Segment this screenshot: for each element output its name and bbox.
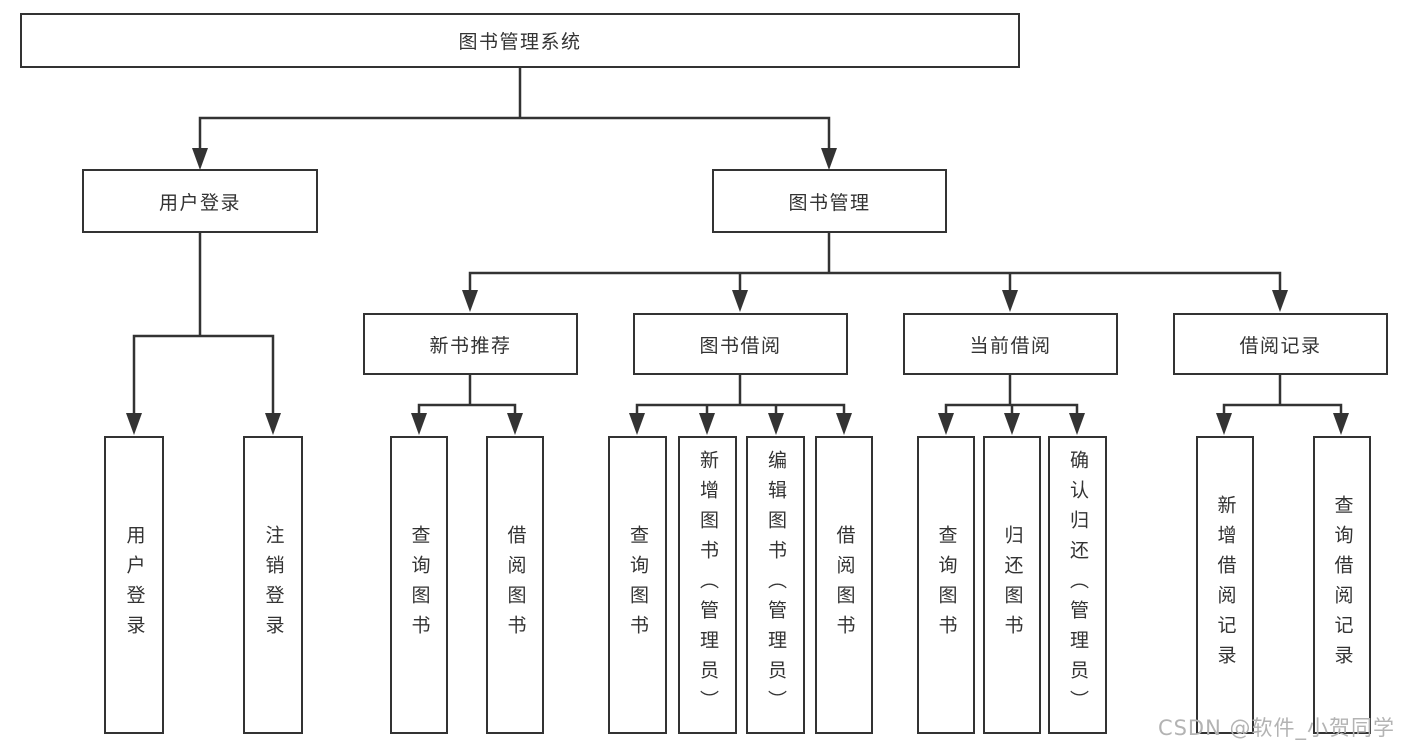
node-label: 查询图书 <box>408 525 431 645</box>
node-label: 归还图书 <box>1001 525 1024 645</box>
node-label: 编辑图书（管理员） <box>765 450 787 720</box>
node-label: 借阅图书 <box>504 525 527 645</box>
leaf-query-books-current: 查询图书 <box>917 436 975 734</box>
leaf-user-login: 用户登录 <box>104 436 164 734</box>
leaf-confirm-return-admin: 确认归还（管理员） <box>1048 436 1107 734</box>
node-book-management: 图书管理 <box>712 169 947 233</box>
node-current-borrowing: 当前借阅 <box>903 313 1118 375</box>
node-library-management-system: 图书管理系统 <box>20 13 1020 68</box>
node-book-borrowing: 图书借阅 <box>633 313 848 375</box>
node-label: 借阅记录 <box>1239 334 1322 357</box>
leaf-add-book-admin: 新增图书（管理员） <box>678 436 737 734</box>
node-new-book-recommendation: 新书推荐 <box>363 313 578 375</box>
leaf-query-borrow-record: 查询借阅记录 <box>1313 436 1371 734</box>
leaf-add-borrow-record: 新增借阅记录 <box>1196 436 1254 734</box>
leaf-borrow-books-recommend: 借阅图书 <box>486 436 544 734</box>
node-label: 查询图书 <box>627 525 649 645</box>
leaf-query-books-borrowing: 查询图书 <box>608 436 667 734</box>
node-label: 确认归还（管理员） <box>1067 450 1089 720</box>
leaf-return-books: 归还图书 <box>983 436 1041 734</box>
node-user-login: 用户登录 <box>82 169 318 233</box>
leaf-logout: 注销登录 <box>243 436 303 734</box>
node-label: 新书推荐 <box>429 334 512 357</box>
node-label: 注销登录 <box>262 525 285 645</box>
node-label: 当前借阅 <box>969 334 1052 357</box>
leaf-query-books-recommend: 查询图书 <box>390 436 448 734</box>
node-label: 图书管理系统 <box>458 31 582 53</box>
node-label: 图书管理 <box>788 191 871 214</box>
node-label: 新增借阅记录 <box>1214 495 1237 675</box>
node-label: 用户登录 <box>158 191 241 214</box>
node-label: 新增图书（管理员） <box>697 450 719 720</box>
node-borrowing-records: 借阅记录 <box>1173 313 1388 375</box>
node-label: 借阅图书 <box>833 525 856 645</box>
csdn-watermark: CSDN @软件_小贺同学 <box>1157 716 1395 740</box>
node-label: 查询借阅记录 <box>1331 495 1354 675</box>
leaf-edit-book-admin: 编辑图书（管理员） <box>746 436 805 734</box>
arrowheads <box>126 148 1349 435</box>
node-label: 图书借阅 <box>699 334 782 357</box>
leaf-borrow-books-borrowing: 借阅图书 <box>815 436 873 734</box>
node-label: 查询图书 <box>935 525 958 645</box>
node-label: 用户登录 <box>123 525 146 645</box>
